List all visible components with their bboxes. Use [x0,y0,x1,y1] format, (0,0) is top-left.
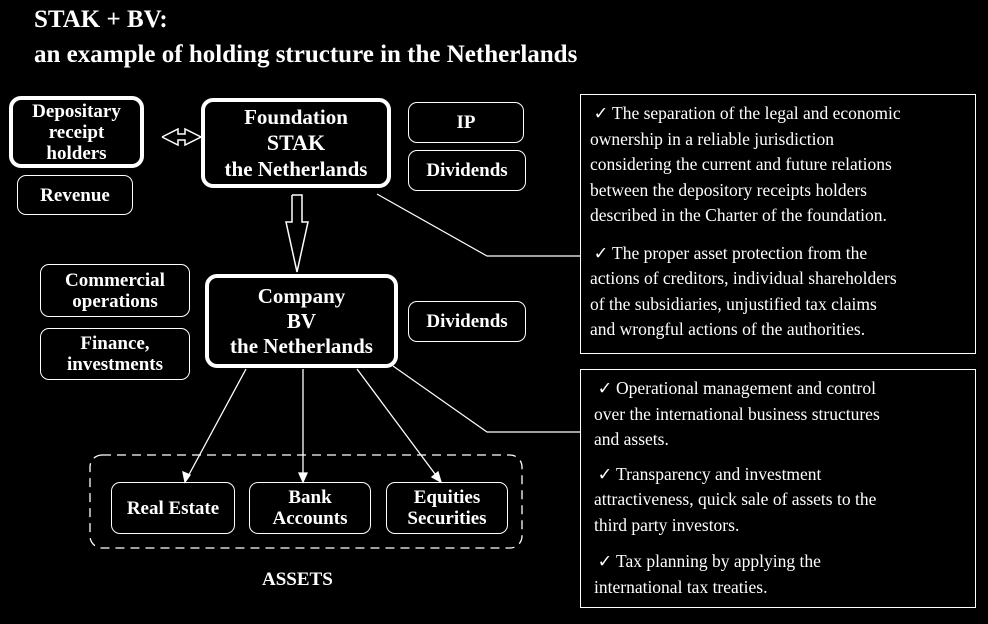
finance-label-2: investments [66,354,164,375]
dividends-mid-label: Dividends [426,311,508,332]
dividends-top-label: Dividends [426,160,508,181]
ip-box: IP [408,102,524,143]
asset-arrows [182,368,443,484]
down-arrow [285,194,309,273]
double-arrow [161,127,203,147]
panel-top-p1-line-5: described in the Charter of the foundati… [590,205,887,225]
leader-lines [376,193,580,433]
real-estate-box: Real Estate [111,482,235,534]
panel-bottom-p3-line-1: ✓Tax planning by applying the [594,549,975,575]
depositary-label-1: Depositary [32,100,121,122]
panel-top-p2-line-2: actions of creditors, individual shareho… [590,268,897,288]
real-estate-label: Real Estate [126,497,220,519]
panel-top-p1-line-1: ✓The separation of the legal and economi… [590,101,975,127]
check-icon: ✓ [597,463,613,484]
equities-securities-box: Equities Securities [386,482,508,534]
check-icon: ✓ [597,551,613,571]
page-title-line-1: STAK + BV: [34,6,168,33]
check-icon: ✓ [593,242,609,263]
panel-bottom-p1-line-2: over the international business structur… [594,403,880,424]
panel-bottom-p1-line-1: ✓Operational management and control [594,376,975,402]
foundation-stak-box: Foundation STAK the Netherlands [201,98,391,188]
panel-top-p2-line-4: and wrongful actions of the authorities. [590,319,866,339]
bank-accounts-box: Bank Accounts [249,482,371,534]
check-icon: ✓ [597,378,613,398]
panel-top-p1-line-2: ownership in a reliable jurisdiction [590,128,834,149]
foundation-label-2: STAK [266,130,326,155]
assets-label: ASSETS [262,569,333,590]
page-title-line-2: an example of holding structure in the N… [34,41,578,68]
dividends-top-box: Dividends [408,150,526,191]
panel-top: ✓The separation of the legal and economi… [580,94,976,354]
panel-top-p2-line-3: of the subsidiaries, unjustified tax cla… [590,293,877,314]
depositary-receipt-holders-box: Depositary receipt holders [9,96,144,168]
assets-group [89,454,523,549]
panel-bottom: ✓Operational management and control over… [580,369,976,608]
foundation-label-3: the Netherlands [224,157,368,181]
panel-bottom-p1-line-3: and assets. [594,429,669,449]
check-icon: ✓ [593,103,609,123]
depositary-label-2: receipt [48,121,105,143]
commercial-label-1: Commercial [65,269,165,291]
panel-top-p1-line-3: considering the current and future relat… [590,154,892,174]
company-label-1: Company [257,283,346,308]
finance-label-1: Finance, [80,333,150,354]
panel-bottom-p2-line-2: attractiveness, quick sale of assets to … [594,489,877,509]
panel-top-p1-line-4: between the depository receipts holders [590,179,867,200]
company-bv-box: Company BV the Netherlands [205,274,398,368]
commercial-label-2: operations [72,290,158,312]
foundation-label-1: Foundation [244,105,348,129]
bank-label-1: Bank [288,487,332,508]
panel-bottom-p3-line-2: international tax treaties. [594,576,768,597]
bank-label-2: Accounts [272,508,348,529]
dividends-mid-box: Dividends [408,301,526,342]
ip-label: IP [456,112,476,133]
panel-top-p2-line-1: ✓The proper asset protection from the [590,241,975,267]
equities-label-2: Securities [407,508,487,529]
company-label-2: BV [286,308,317,333]
panel-bottom-p2-line-1: ✓Transparency and investment [594,462,975,488]
panel-bottom-p2-line-3: third party investors. [594,514,740,535]
depositary-label-3: holders [46,142,107,164]
company-label-3: the Netherlands [230,333,373,358]
equities-label-1: Equities [413,487,481,508]
revenue-label: Revenue [40,184,110,206]
commercial-operations-box: Commercial operations [40,264,190,317]
finance-investments-box: Finance, investments [40,328,190,380]
revenue-box: Revenue [17,175,133,215]
